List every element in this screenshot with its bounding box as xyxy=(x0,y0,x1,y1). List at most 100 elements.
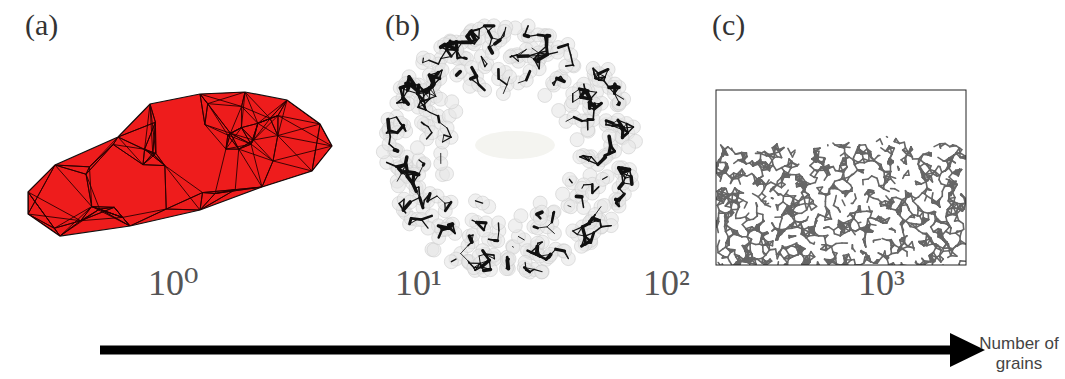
mesh-edge xyxy=(143,154,153,165)
force-chain xyxy=(537,254,540,256)
mesh-edge xyxy=(251,144,273,161)
grain xyxy=(476,196,490,210)
force-chain xyxy=(445,41,450,45)
force-chain xyxy=(613,84,616,94)
grain xyxy=(622,140,636,154)
force-chain xyxy=(493,255,495,259)
mesh-edge xyxy=(262,161,273,187)
contact xyxy=(936,202,939,204)
contact xyxy=(890,158,893,161)
force-chain xyxy=(488,31,491,38)
force-chain xyxy=(447,128,451,137)
force-chain xyxy=(556,249,565,251)
grain xyxy=(556,187,570,201)
grain xyxy=(485,46,499,60)
mesh-edge xyxy=(205,104,208,125)
single-grain xyxy=(28,92,332,236)
mesh-edge xyxy=(200,194,215,210)
force-chain xyxy=(443,137,452,142)
force-chain xyxy=(577,194,582,198)
force-chain xyxy=(587,121,589,130)
grain xyxy=(445,95,459,109)
force-chain xyxy=(492,38,500,40)
grain xyxy=(427,71,441,85)
force-chain xyxy=(547,34,550,38)
contact xyxy=(722,257,723,258)
force-chain xyxy=(617,103,619,105)
force-chain xyxy=(411,218,421,219)
grain xyxy=(535,265,549,279)
mesh-edge xyxy=(86,174,100,209)
contact xyxy=(769,153,775,154)
force-chain xyxy=(539,51,546,53)
mesh-edge xyxy=(278,124,320,136)
mesh-edge xyxy=(258,116,278,124)
contact xyxy=(802,210,807,214)
force-chain xyxy=(387,119,389,130)
mesh-edge xyxy=(28,165,55,214)
contact xyxy=(815,170,818,172)
force-chain xyxy=(468,261,474,268)
mesh-edge xyxy=(312,124,320,171)
force-chain xyxy=(539,46,547,53)
force-chain xyxy=(451,50,456,56)
contact xyxy=(868,219,870,224)
force-chain xyxy=(582,120,587,121)
force-chain xyxy=(421,101,426,110)
mesh-edge xyxy=(130,209,166,226)
force-chain xyxy=(416,186,419,188)
mesh-edge xyxy=(200,190,235,210)
contact xyxy=(832,244,837,247)
mesh-edge xyxy=(278,116,320,124)
contact xyxy=(790,174,796,176)
contact xyxy=(794,255,799,257)
grain xyxy=(562,172,576,186)
contact xyxy=(945,158,950,161)
mesh-edge xyxy=(54,221,80,229)
contact xyxy=(900,215,903,219)
grain xyxy=(607,80,621,94)
force-chain xyxy=(584,184,593,186)
mesh-edge xyxy=(92,207,100,210)
mesh-edge xyxy=(145,149,156,153)
contact xyxy=(879,169,884,172)
contact xyxy=(864,242,866,247)
force-chain xyxy=(399,199,404,203)
mesh-edge xyxy=(100,207,115,209)
mesh-edge xyxy=(208,104,228,135)
force-chain xyxy=(438,226,446,229)
grain xyxy=(596,172,610,186)
force-chain xyxy=(422,220,428,229)
force-chain xyxy=(568,206,571,207)
force-chain xyxy=(512,246,514,248)
grain xyxy=(612,96,626,110)
contact xyxy=(815,169,819,171)
contact xyxy=(725,163,726,169)
grain xyxy=(444,255,458,269)
force-chain xyxy=(518,54,528,58)
mesh-edge xyxy=(28,192,81,221)
force-chain xyxy=(528,35,537,36)
mesh-edge xyxy=(273,146,332,161)
contact xyxy=(920,167,923,172)
mesh-edge xyxy=(122,209,166,217)
contact xyxy=(874,239,880,240)
force-chain xyxy=(430,113,438,117)
contact xyxy=(930,253,933,255)
mesh-edge xyxy=(226,144,251,149)
force-chain xyxy=(445,202,451,211)
force-chain xyxy=(566,117,574,121)
force-chain xyxy=(590,215,595,222)
force-chain xyxy=(386,119,391,128)
mesh-edge xyxy=(86,145,113,175)
force-chain xyxy=(479,26,484,29)
force-chain xyxy=(616,199,619,206)
force-chain xyxy=(386,132,397,134)
force-chain xyxy=(489,239,498,240)
force-chain xyxy=(489,38,491,47)
mesh-edge xyxy=(239,149,273,161)
force-chain xyxy=(422,216,432,220)
mesh-edge xyxy=(278,116,332,146)
force-chain xyxy=(549,254,551,256)
grain xyxy=(564,200,578,214)
